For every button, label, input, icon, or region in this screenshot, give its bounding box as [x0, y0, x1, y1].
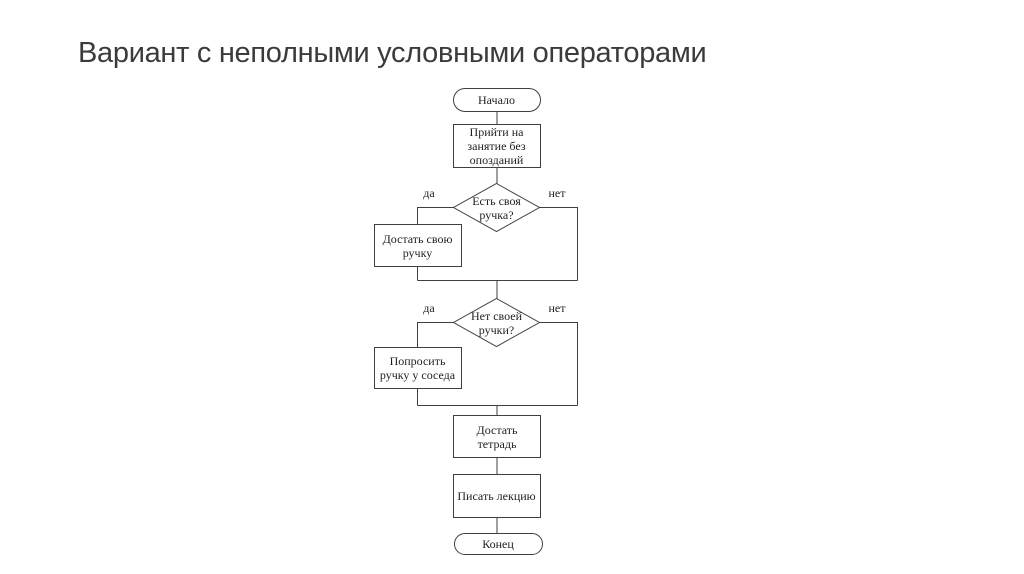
decision2-yes-label: да: [423, 301, 435, 315]
decision1-no-label: нет: [548, 186, 566, 200]
ask-neighbor-label: Попросить ручку у соседа: [379, 354, 456, 382]
has-pen-decision-shape: [452, 182, 541, 233]
node-shapes: [374, 88, 543, 555]
write-lecture-process-shape: [453, 474, 541, 518]
branch-yes-1: [417, 207, 454, 225]
branch-no-2: [539, 322, 578, 406]
end-label: Конец: [482, 537, 514, 551]
arrive-label: Прийти на занятие без опозданий: [467, 124, 526, 167]
take-notebook-process-shape: [453, 415, 541, 458]
has-pen-question-label: Есть своя ручка?: [472, 193, 521, 222]
end-terminator-shape: [454, 533, 543, 555]
slide-title: Вариант с неполными условными операторам…: [78, 37, 707, 69]
decision2-no-label: нет: [548, 301, 566, 315]
ask-neighbor-process-shape: [374, 347, 462, 389]
arrive-process-shape: [453, 124, 541, 168]
start-label: Начало: [478, 93, 515, 107]
write-lecture-label: Писать лекцию: [457, 488, 536, 503]
take-notebook-label: Достать тетрадь: [476, 422, 518, 451]
no-pen-question-label: Нет своей ручки?: [470, 308, 523, 337]
start-terminator-shape: [453, 88, 541, 112]
branch-no-1: [539, 207, 578, 281]
take-own-pen-label: Достать свою ручку: [382, 231, 453, 260]
no-pen-decision-shape: [452, 297, 541, 348]
take-own-pen-process-shape: [374, 224, 462, 267]
connectors: [417, 111, 578, 534]
branch-yes-2: [417, 322, 454, 348]
decision1-yes-label: да: [423, 186, 435, 200]
